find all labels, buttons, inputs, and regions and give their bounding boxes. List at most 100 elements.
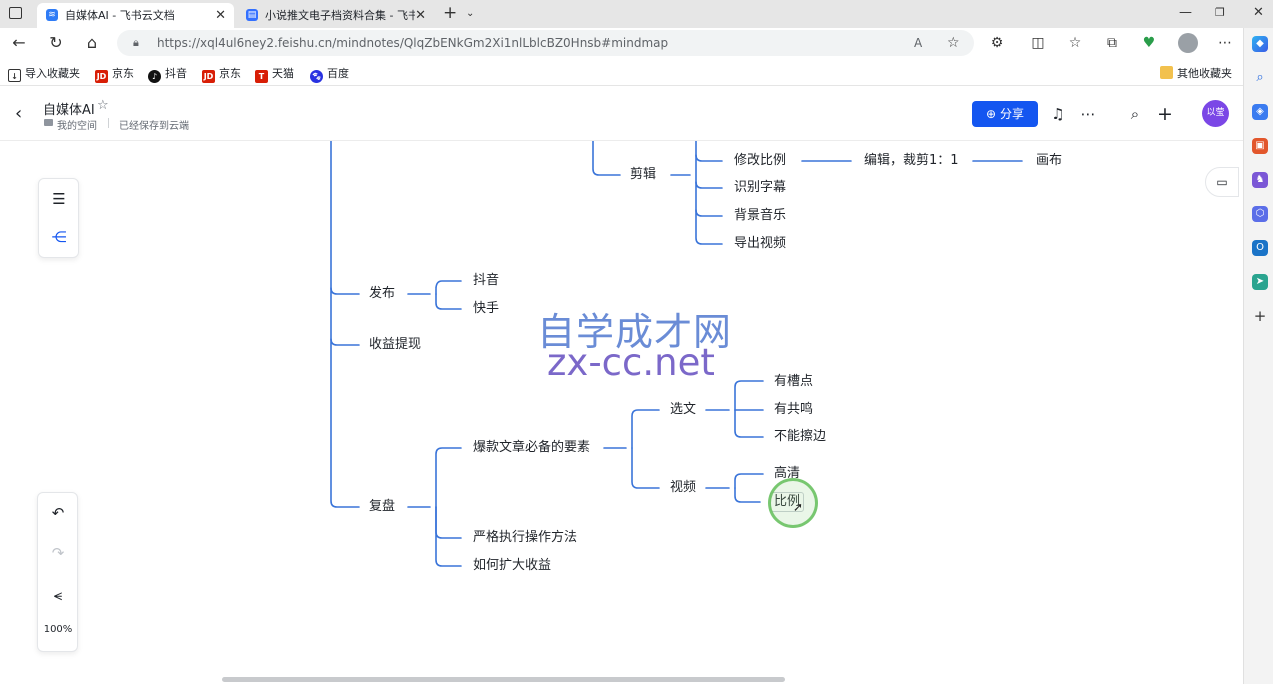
doc-title: 自媒体AI (43, 103, 95, 118)
watermark-url: zx-cc.net (547, 341, 715, 384)
restore-icon[interactable]: ❐ (1215, 6, 1225, 19)
microsoft365-icon[interactable]: ⬡ (1252, 206, 1268, 222)
toolbox-icon[interactable]: ▣ (1252, 138, 1268, 154)
node-buneng-cabian[interactable]: 不能擦边 (774, 429, 827, 444)
profile-icon[interactable] (1178, 33, 1198, 53)
outlook-icon[interactable]: O (1252, 240, 1268, 256)
node-you-caodian[interactable]: 有槽点 (774, 374, 814, 389)
node-baokuan[interactable]: 爆款文章必备的要素 (473, 440, 591, 455)
import-icon: ↓ (8, 69, 21, 82)
fav-import[interactable]: ↓导入收藏夹 (8, 65, 80, 82)
minimize-icon[interactable]: — (1179, 5, 1192, 20)
more-icon[interactable]: ⋯ (1080, 105, 1096, 123)
breadcrumb-space[interactable]: 我的空间 (57, 121, 97, 132)
structure-icon[interactable]: ⋲ (51, 228, 67, 246)
search-icon[interactable]: ⌕ (1130, 105, 1140, 123)
feishu-doc-icon: ≋ (46, 9, 58, 21)
node-huabu[interactable]: 画布 (1036, 153, 1063, 168)
split-screen-icon[interactable]: ◫ (1031, 35, 1045, 51)
node-daochu-shipin[interactable]: 导出视频 (734, 236, 787, 251)
fav-other-folder[interactable]: 其他收藏夹 (1160, 65, 1232, 81)
home-icon[interactable]: ⌂ (86, 33, 98, 52)
send-icon[interactable]: ➤ (1252, 274, 1268, 290)
tag-icon[interactable]: ◈ (1252, 104, 1268, 120)
tab-active[interactable]: ≋ 自媒体AI - 飞书云文档 ✕ (37, 3, 234, 28)
tab-title: 自媒体AI - 飞书云文档 (65, 9, 175, 22)
app-header: ‹ 自媒体AI ☆ 我的空间 已经保存到云端 ⊕ 分享 ♫ ⋯ ⌕ + 以莹 (0, 88, 1243, 141)
fav-baidu[interactable]: 🐾︎百度 (310, 67, 349, 83)
node-jianji[interactable]: 剪辑 (630, 167, 657, 182)
folder-icon (1160, 66, 1173, 79)
feishu-doc-icon: ▤ (246, 9, 258, 21)
baidu-icon: 🐾︎ (310, 70, 323, 83)
tab-actions-icon[interactable] (9, 7, 22, 19)
node-yange-zhixing[interactable]: 严格执行操作方法 (473, 530, 578, 545)
extensions-icon[interactable]: ⚙ (990, 35, 1004, 51)
redo-icon[interactable]: ↷ (51, 544, 65, 562)
share-button[interactable]: ⊕ 分享 (972, 101, 1038, 127)
folder-icon (44, 119, 53, 126)
comment-icon[interactable]: ▭ (1205, 167, 1239, 197)
add-icon[interactable]: + (1253, 307, 1267, 325)
globe-icon: ⊕ (986, 107, 997, 121)
jd-icon: JD (95, 70, 108, 83)
node-ruhe-kuoda[interactable]: 如何扩大收益 (473, 558, 552, 573)
window-close-icon[interactable]: ✕ (1253, 5, 1264, 20)
search-icon[interactable]: ⌕ (1256, 70, 1264, 85)
horizontal-scrollbar[interactable] (222, 677, 785, 682)
node-douyin[interactable]: 抖音 (473, 273, 500, 288)
favorite-star-icon[interactable]: ☆ (947, 35, 960, 51)
games-icon[interactable]: ♞ (1252, 172, 1268, 188)
favorites-icon[interactable]: ☆ (1068, 35, 1082, 51)
close-icon[interactable]: ✕ (215, 8, 226, 23)
avatar[interactable]: 以莹 (1202, 100, 1229, 127)
tab-title: 小说推文电子档资料合集 - 飞书云 (265, 9, 415, 22)
mouse-pointer-icon: ➚ (793, 500, 804, 514)
layout-icon[interactable]: ⪪ (53, 586, 63, 604)
node-shipin[interactable]: 视频 (670, 480, 697, 495)
share-label: 分享 (999, 107, 1024, 121)
node-kuaishou[interactable]: 快手 (473, 301, 500, 316)
node-beijing-yinyue[interactable]: 背景音乐 (734, 208, 787, 223)
outline-list-icon[interactable]: ☰ (52, 190, 66, 208)
undo-icon[interactable]: ↶ (51, 504, 65, 522)
node-you-gongming[interactable]: 有共鸣 (774, 402, 814, 417)
more-icon[interactable]: ⋯ (1218, 35, 1232, 51)
url-field[interactable]: 🔒︎ https://xql4ul6ney2.feishu.cn/mindnot… (117, 30, 974, 56)
lock-icon[interactable]: 🔒︎ (133, 36, 139, 49)
copilot-icon[interactable]: ◆ (1252, 36, 1268, 52)
node-fabu[interactable]: 发布 (369, 286, 396, 301)
back-button[interactable]: ‹ (15, 103, 23, 124)
node-gaoqing[interactable]: 高清 (774, 466, 801, 481)
url-text: https://xql4ul6ney2.feishu.cn/mindnotes/… (157, 36, 669, 50)
node-xiugai-bili[interactable]: 修改比例 (734, 153, 787, 168)
tab-inactive[interactable]: ▤ 小说推文电子档资料合集 - 飞书云 ✕ (237, 3, 434, 28)
collections-icon[interactable]: ⧉ (1107, 35, 1117, 51)
close-icon[interactable]: ✕ (415, 8, 426, 23)
read-aloud-icon[interactable]: A (914, 36, 923, 50)
fav-douyin[interactable]: ♪抖音 (148, 65, 187, 83)
node-fupan[interactable]: 复盘 (369, 499, 396, 514)
node-xuanwen[interactable]: 选文 (670, 402, 697, 417)
performance-icon[interactable]: ♥ (1142, 35, 1156, 51)
zoom-level[interactable]: 100% (43, 624, 73, 635)
node-shouyi-tixian[interactable]: 收益提现 (369, 337, 422, 352)
refresh-icon[interactable]: ↻ (49, 33, 63, 52)
notification-bell-icon[interactable]: ♫ (1051, 105, 1065, 123)
node-bianji-caijian[interactable]: 编辑，裁剪1：1 (864, 153, 959, 168)
mindmap-canvas[interactable]: 剪辑 修改比例 编辑，裁剪1：1 画布 识别字幕 背景音乐 导出视频 发布 抖音… (0, 141, 1243, 684)
star-icon[interactable]: ☆ (97, 98, 109, 113)
address-bar: ← ↻ ⌂ 🔒︎ https://xql4ul6ney2.feishu.cn/m… (0, 28, 1243, 58)
back-icon[interactable]: ← (12, 33, 26, 52)
node-shibie-zimu[interactable]: 识别字幕 (734, 180, 787, 195)
add-icon[interactable]: + (1157, 103, 1173, 125)
new-tab-icon[interactable]: + (443, 3, 458, 23)
save-status: 已经保存到云端 (119, 121, 189, 132)
history-panel: ↶ ↷ ⪪ 100% (37, 492, 78, 652)
douyin-icon: ♪ (148, 70, 161, 83)
chevron-down-icon[interactable]: ⌄ (466, 8, 475, 19)
